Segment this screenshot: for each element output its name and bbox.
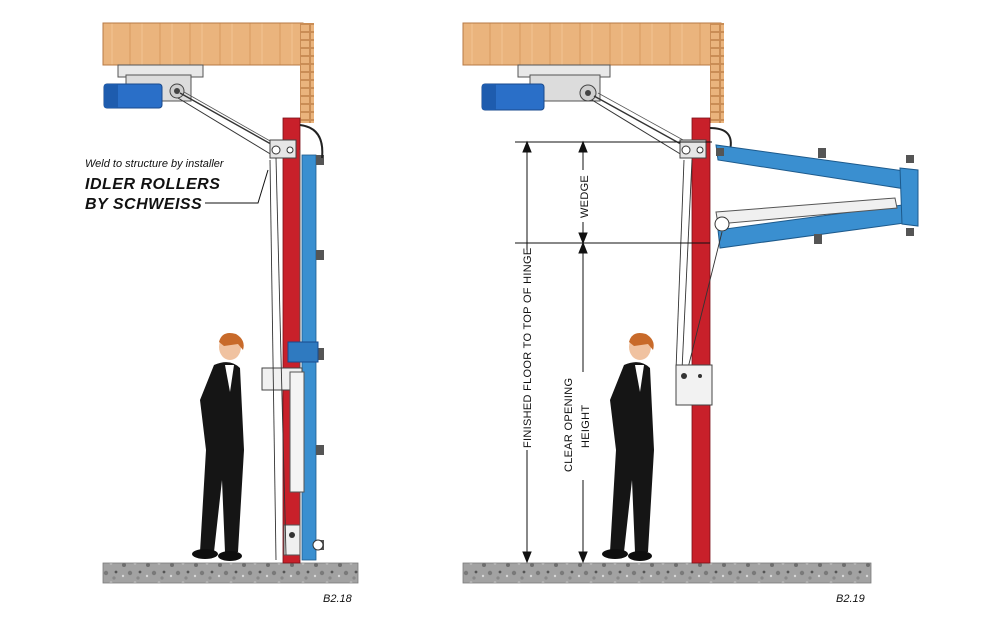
motor-drive-unit xyxy=(103,64,204,109)
steel-column xyxy=(282,117,301,564)
dim-clear-opening-label-1: CLEAR OPENING xyxy=(563,378,575,472)
floor-slab xyxy=(102,562,359,584)
figure-b218: Weld to structure by installer IDLER ROL… xyxy=(85,22,359,605)
figure-caption: B2.18 xyxy=(323,593,353,605)
figure-b219: WEDGE FINISHED FLOOR TO TOP OF HINGE CLE… xyxy=(462,22,919,605)
brick-wall xyxy=(300,23,314,123)
brick-wall xyxy=(710,23,724,123)
door-leaf-upper xyxy=(715,144,913,191)
steel-column xyxy=(691,117,711,564)
callout-by-schweiss: BY SCHWEISS xyxy=(85,196,202,213)
timber-header xyxy=(462,22,722,66)
person-figure xyxy=(192,333,244,561)
dim-wedge-label: WEDGE xyxy=(579,175,591,218)
dim-finished-floor-label: FINISHED FLOOR TO TOP OF HINGE xyxy=(522,247,534,448)
person-figure xyxy=(602,333,654,561)
figure-caption: B2.19 xyxy=(836,593,865,605)
weld-note: Weld to structure by installer xyxy=(85,158,225,170)
callout-idler-rollers: IDLER ROLLERS xyxy=(85,176,220,193)
dim-clear-opening-label-2: HEIGHT xyxy=(580,405,592,448)
floor-slab xyxy=(462,562,872,584)
motor-drive-unit xyxy=(481,64,611,111)
timber-header xyxy=(102,22,304,66)
